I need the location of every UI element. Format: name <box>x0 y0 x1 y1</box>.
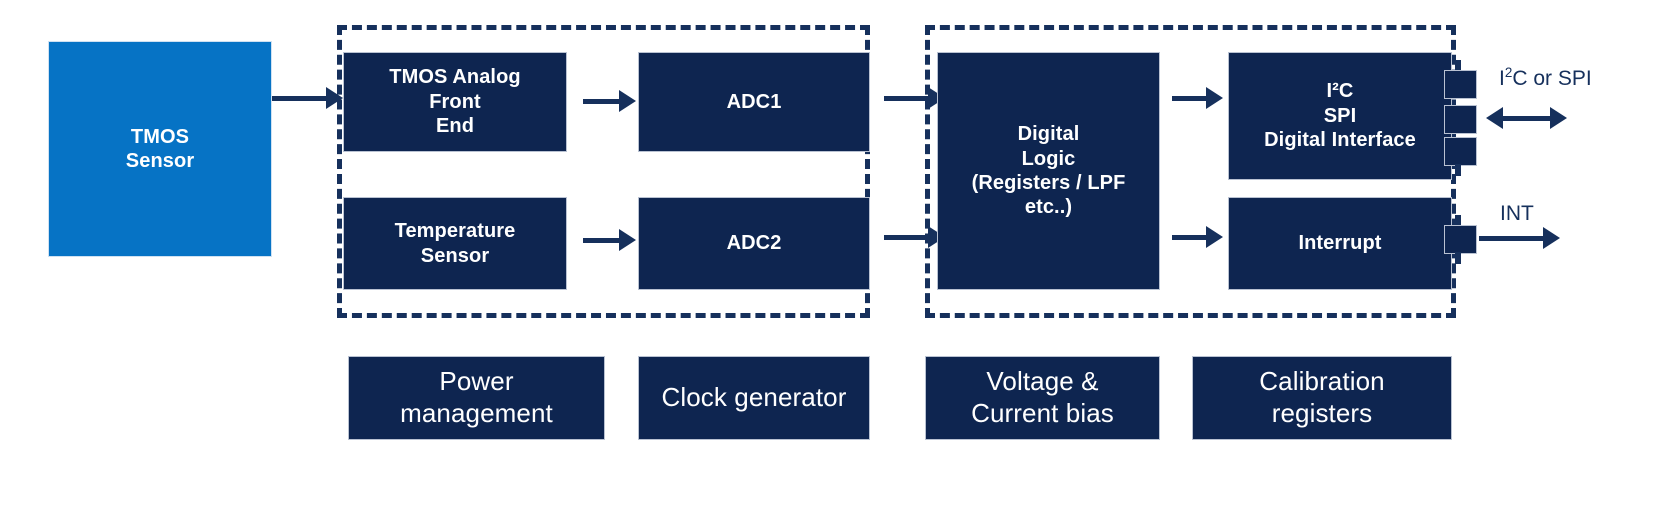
arrow-front-end-to-adc1-head <box>619 90 636 112</box>
analog-section-dashed-boundary <box>337 25 870 318</box>
serial-pin-1[interactable] <box>1444 70 1477 99</box>
digital-interface-block[interactable]: I²C SPI Digital Interface <box>1228 52 1452 180</box>
interrupt-arrow-head <box>1543 227 1560 249</box>
interrupt-pin[interactable] <box>1444 225 1477 254</box>
voltage-current-bias-block[interactable]: Voltage & Current bias <box>925 356 1160 440</box>
arrow-temp-sensor-to-adc2-line <box>583 238 621 243</box>
interrupt-pin-stub-bottom <box>1455 252 1461 264</box>
serial-bus-label-prefix: I <box>1499 67 1505 90</box>
arrow-adc1-to-digital-logic-line <box>884 96 932 101</box>
adc1-block[interactable]: ADC1 <box>638 52 870 152</box>
arrow-digital-logic-to-interface-head <box>1206 87 1223 109</box>
arrow-adc2-to-digital-logic-line <box>884 235 932 240</box>
adc2-block[interactable]: ADC2 <box>638 197 870 290</box>
digital-section-dashed-boundary <box>925 25 1456 318</box>
serial-pin-3[interactable] <box>1444 137 1477 166</box>
digital-logic-block[interactable]: Digital Logic (Registers / LPF etc..) <box>937 52 1160 290</box>
serial-bus-label-suffix: C or SPI <box>1512 67 1592 90</box>
arrow-digital-logic-to-interrupt-line <box>1172 235 1210 240</box>
arrow-sensor-to-front-end-head <box>326 87 343 109</box>
serial-bus-label-superscript: 2 <box>1504 65 1513 80</box>
tmos-sensor-block[interactable]: TMOS Sensor <box>48 41 272 257</box>
serial-bus-arrow-head-left <box>1486 107 1503 129</box>
calibration-registers-block[interactable]: Calibration registers <box>1192 356 1452 440</box>
serial-bus-arrow-head-right <box>1550 107 1567 129</box>
interrupt-pin-stub-top <box>1455 215 1461 227</box>
serial-pin-2[interactable] <box>1444 105 1477 134</box>
arrow-sensor-to-front-end-line <box>272 96 328 101</box>
power-management-block[interactable]: Power management <box>348 356 605 440</box>
serial-pin-1-stub <box>1455 60 1461 72</box>
arrow-digital-logic-to-interrupt-head <box>1206 226 1223 248</box>
arrow-temp-sensor-to-adc2-head <box>619 229 636 251</box>
interrupt-label: INT <box>1500 202 1534 225</box>
serial-bus-label: I2C or SPI <box>1499 65 1592 90</box>
tmos-analog-front-end-block[interactable]: TMOS Analog Front End <box>343 52 567 152</box>
arrow-front-end-to-adc1-line <box>583 99 621 104</box>
serial-bus-arrow-line <box>1501 116 1554 121</box>
clock-generator-block[interactable]: Clock generator <box>638 356 870 440</box>
arrow-digital-logic-to-interface-line <box>1172 96 1210 101</box>
interrupt-block[interactable]: Interrupt <box>1228 197 1452 290</box>
interrupt-arrow-line <box>1479 236 1547 241</box>
temperature-sensor-block[interactable]: Temperature Sensor <box>343 197 567 290</box>
serial-pin-3-stub <box>1455 164 1461 176</box>
